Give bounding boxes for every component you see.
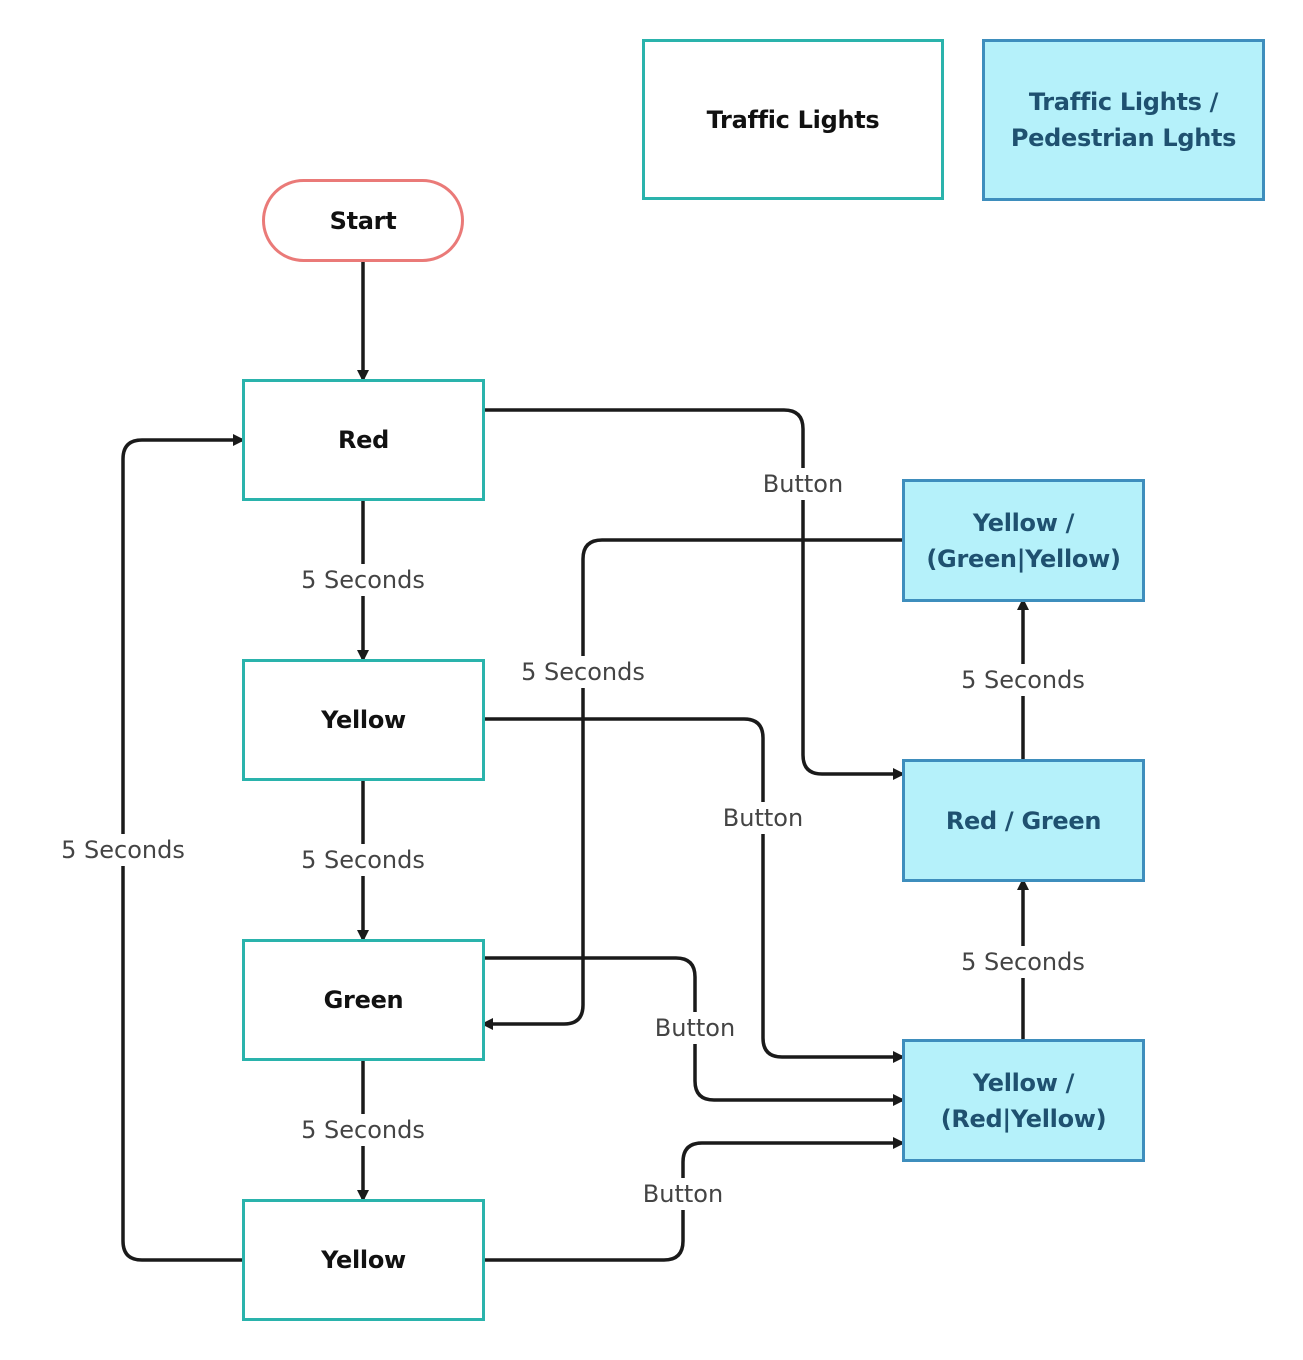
edge-label-yellow-button: Button <box>718 802 808 834</box>
state-green: Green <box>242 939 485 1061</box>
edge-label-ped-yry-to-rg: 5 Seconds <box>957 946 1089 978</box>
state-yellow: Yellow <box>242 659 485 781</box>
edge-label-red-button: Button <box>758 468 848 500</box>
edge-label-yellow-to-red: 5 Seconds <box>57 834 189 866</box>
edge-ped-ygy-to-green <box>481 538 905 1030</box>
state-yellow-red-yellow: Yellow / (Red|Yellow) <box>902 1039 1145 1162</box>
edge-label-red-to-yellow: 5 Seconds <box>297 564 429 596</box>
edge-yellow-button <box>481 717 905 1063</box>
state-yellow-green-yellow: Yellow / (Green|Yellow) <box>902 479 1145 602</box>
state-yellow-bottom: Yellow <box>242 1199 485 1321</box>
state-red-green: Red / Green <box>902 759 1145 882</box>
state-red: Red <box>242 379 485 501</box>
edge-label-green-button: Button <box>650 1012 740 1044</box>
start-node: Start <box>262 179 464 262</box>
legend-traffic-pedestrian-lights: Traffic Lights / Pedestrian Lghts <box>982 39 1265 201</box>
edge-label-yellow-bottom-button: Button <box>638 1178 728 1210</box>
edge-label-ped-rg-to-ygy: 5 Seconds <box>957 664 1089 696</box>
legend-traffic-lights: Traffic Lights <box>642 39 944 200</box>
edge-label-ped-ygy-to-green: 5 Seconds <box>517 656 649 688</box>
edge-label-yellow-to-green: 5 Seconds <box>297 844 429 876</box>
edge-label-green-to-yellow: 5 Seconds <box>297 1114 429 1146</box>
edge-red-button <box>481 408 905 780</box>
